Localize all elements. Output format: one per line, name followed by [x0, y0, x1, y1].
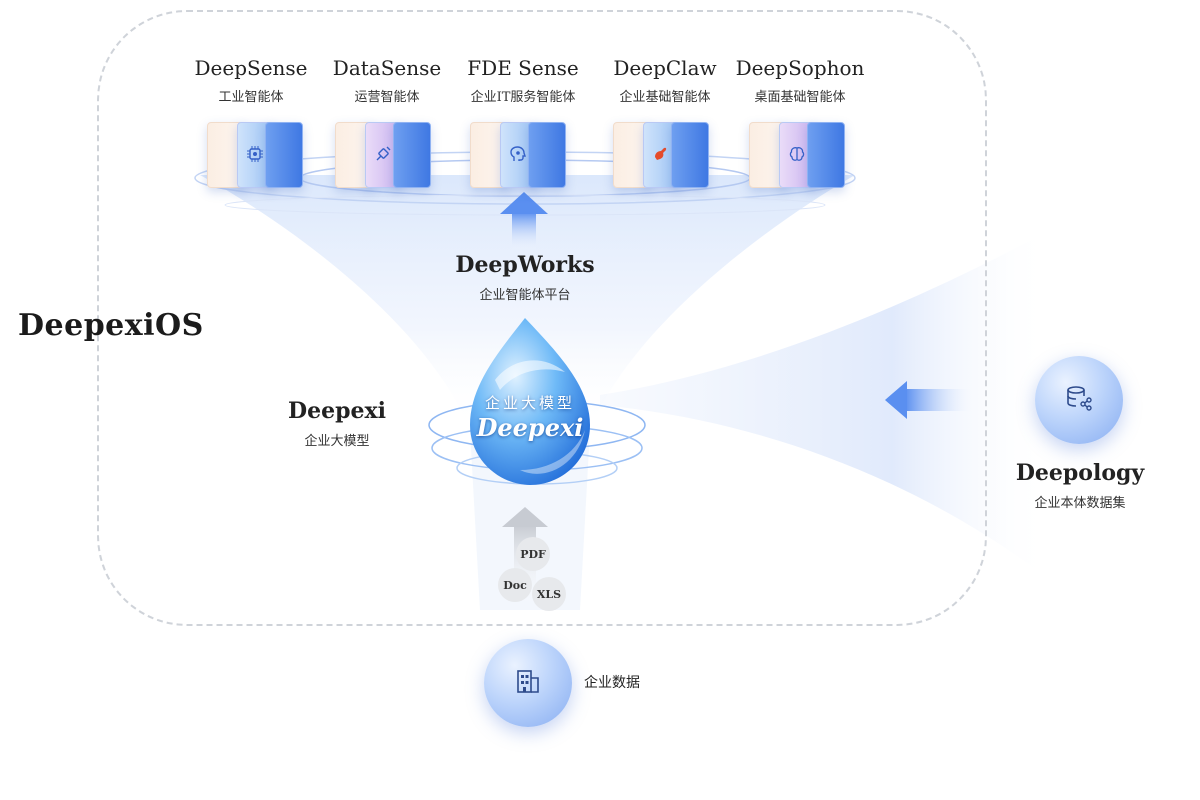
agent-deepclaw[interactable]: DeepClaw 企业基础智能体: [580, 56, 750, 105]
platform-sub: 企业智能体平台: [479, 288, 571, 303]
doc-chip-pdf: PDF: [516, 537, 550, 571]
brain-icon: [786, 143, 808, 165]
water-drop-logo: [470, 318, 590, 485]
agent-name: DeepSense: [194, 56, 308, 80]
ontology-sub: 企业本体数据集: [1034, 496, 1126, 511]
ontology-node[interactable]: [1035, 356, 1123, 444]
agent-card-stack[interactable]: [613, 122, 709, 188]
enterprise-data-node[interactable]: [484, 639, 572, 727]
agent-name: DeepSophon: [735, 56, 865, 80]
doc-chip-doc: Doc: [498, 568, 532, 602]
os-title: DeepexiOS: [18, 308, 204, 343]
drop-text-en: Deepexi: [476, 413, 584, 442]
agent-sub: 桌面基础智能体: [754, 90, 846, 105]
platform-label: DeepWorks 企业智能体平台: [425, 252, 625, 303]
agent-name: FDE Sense: [467, 56, 579, 80]
agent-card-stack[interactable]: [335, 122, 431, 188]
agent-fde-sense[interactable]: FDE Sense 企业IT服务智能体: [438, 56, 608, 105]
platform-name: DeepWorks: [455, 252, 595, 278]
doc-chip-xls: XLS: [532, 577, 566, 611]
satellite-icon: [372, 143, 394, 165]
agent-card-stack[interactable]: [470, 122, 566, 188]
os-boundary: [97, 10, 987, 626]
building-icon: [513, 666, 543, 700]
drop-text-cn: 企业大模型: [484, 394, 575, 412]
ontology-name: Deepology: [1015, 460, 1145, 486]
agent-sub: 运营智能体: [354, 90, 420, 105]
agent-name: DataSense: [332, 56, 442, 80]
agent-deepsophon[interactable]: DeepSophon 桌面基础智能体: [715, 56, 885, 105]
agent-sub: 企业IT服务智能体: [470, 90, 576, 105]
chip-icon: [244, 143, 266, 165]
model-name: Deepexi: [288, 398, 386, 424]
enterprise-data-label: 企业数据: [584, 675, 640, 691]
crab-claw-icon: [650, 143, 672, 165]
head-icon: [507, 143, 529, 165]
agent-card-stack[interactable]: [749, 122, 845, 188]
model-sub: 企业大模型: [304, 434, 370, 449]
agent-name: DeepClaw: [613, 56, 717, 80]
agent-sub: 企业基础智能体: [619, 90, 711, 105]
ontology-label: Deepology 企业本体数据集: [1005, 460, 1155, 511]
model-label: Deepexi 企业大模型: [262, 398, 412, 449]
database-share-icon: [1064, 383, 1094, 417]
agent-card-stack[interactable]: [207, 122, 303, 188]
agent-sub: 工业智能体: [218, 90, 284, 105]
agent-deepsense[interactable]: DeepSense 工业智能体: [166, 56, 336, 105]
agent-datasense[interactable]: DataSense 运营智能体: [302, 56, 472, 105]
